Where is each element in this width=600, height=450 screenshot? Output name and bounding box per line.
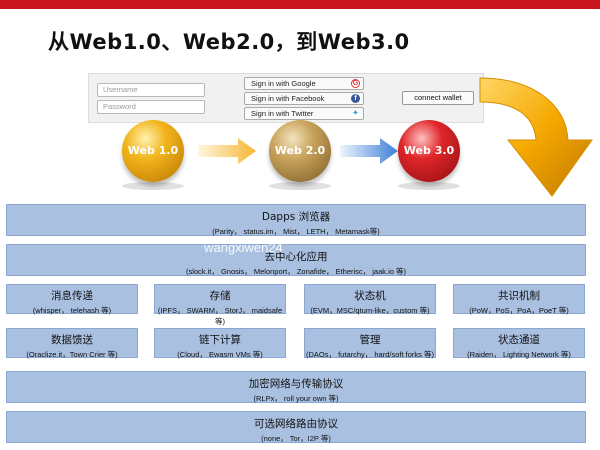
connect-wallet-button: connect wallet bbox=[402, 91, 474, 105]
module-detail: (Cloud， Ewasm VMs 等) bbox=[177, 350, 263, 359]
facebook-icon: f bbox=[351, 94, 360, 103]
module-detail: (PoW，PoS，PoA，PoeT 等) bbox=[469, 306, 569, 315]
login-panel: Username Password Sign in with Google G … bbox=[88, 73, 484, 123]
module-heading: 管理 bbox=[359, 334, 381, 346]
module-heading: 共识机制 bbox=[498, 290, 540, 302]
module-state-channels: 状态通道 (Raiden， Lighting Network 等) bbox=[453, 328, 585, 359]
layer-heading: 加密网络与传输协议 bbox=[248, 378, 344, 390]
google-icon: G bbox=[351, 79, 360, 88]
web2-sphere: Web 2.0 bbox=[269, 120, 331, 182]
blue-flow-arrow-icon bbox=[340, 138, 398, 164]
layer-heading: 去中心化应用 bbox=[264, 251, 328, 263]
module-detail: (Raiden， Lighting Network 等) bbox=[467, 350, 571, 359]
layer-detail: (slock.it， Gnosis， Melonport， Zonafide， … bbox=[185, 267, 407, 276]
header-accent-bar bbox=[0, 0, 600, 9]
module-data-feed: 数据馈送 (Oraclize.it，Town Crier 等) bbox=[6, 328, 138, 359]
layer-heading: Dapps 浏览器 bbox=[261, 211, 331, 223]
module-offchain-compute: 链下计算 (Cloud， Ewasm VMs 等) bbox=[154, 328, 286, 359]
layer-detail: (RLPx， roll your own 等) bbox=[253, 394, 339, 403]
module-detail: (DAOs， futarchy， hard/soft forks 等) bbox=[306, 350, 434, 359]
module-heading: 存储 bbox=[209, 290, 231, 302]
module-detail: (EVM，MSC/qtum-like，custom 等) bbox=[310, 306, 430, 315]
layer-decentralized-apps: 去中心化应用 (slock.it， Gnosis， Melonport， Zon… bbox=[6, 244, 586, 276]
web1-sphere: Web 1.0 bbox=[122, 120, 184, 182]
module-heading: 数据馈送 bbox=[51, 334, 93, 346]
twitter-icon: ✦ bbox=[351, 109, 360, 118]
slide-title: 从Web1.0、Web2.0，到Web3.0 bbox=[48, 30, 410, 54]
module-state-machine: 状态机 (EVM，MSC/qtum-like，custom 等) bbox=[304, 284, 436, 315]
sphere-shadow bbox=[269, 182, 331, 190]
layer-detail: (Parity， status.im， Mist， LETH， Metamask… bbox=[212, 227, 380, 236]
facebook-signin-button: Sign in with Facebook f bbox=[244, 92, 364, 105]
twitter-signin-button: Sign in with Twitter ✦ bbox=[244, 107, 364, 120]
module-detail: (whisper， telehash 等) bbox=[32, 306, 112, 315]
username-field: Username bbox=[97, 83, 205, 97]
layer-network-routing: 可选网络路由协议 (none， Tor，I2P 等) bbox=[6, 411, 586, 443]
big-curved-arrow-icon bbox=[479, 77, 593, 197]
module-heading: 消息传递 bbox=[51, 290, 93, 302]
module-heading: 状态通道 bbox=[498, 334, 540, 346]
layer-crypto-transport: 加密网络与传输协议 (RLPx， roll your own 等) bbox=[6, 371, 586, 403]
layer-detail: (none， Tor，I2P 等) bbox=[261, 434, 331, 443]
layer-dapps-browser: Dapps 浏览器 (Parity， status.im， Mist， LETH… bbox=[6, 204, 586, 236]
watermark: wangxiwen24 bbox=[204, 240, 283, 255]
module-governance: 管理 (DAOs， futarchy， hard/soft forks 等) bbox=[304, 328, 436, 359]
google-signin-label: Sign in with Google bbox=[251, 79, 316, 88]
module-heading: 链下计算 bbox=[199, 334, 241, 346]
web3-sphere: Web 3.0 bbox=[398, 120, 460, 182]
module-detail: (IPFS， SWARM， StorJ， maidsafe 等) bbox=[157, 306, 283, 326]
password-field: Password bbox=[97, 100, 205, 114]
layer-heading: 可选网络路由协议 bbox=[254, 418, 338, 430]
module-consensus: 共识机制 (PoW，PoS，PoA，PoeT 等) bbox=[453, 284, 585, 315]
twitter-signin-label: Sign in with Twitter bbox=[251, 109, 314, 118]
module-storage: 存储 (IPFS， SWARM， StorJ， maidsafe 等) bbox=[154, 284, 286, 326]
sphere-shadow bbox=[398, 182, 460, 190]
module-detail: (Oraclize.it，Town Crier 等) bbox=[26, 350, 118, 359]
module-heading: 状态机 bbox=[354, 290, 386, 302]
orange-flow-arrow-icon bbox=[198, 138, 256, 164]
module-messaging: 消息传递 (whisper， telehash 等) bbox=[6, 284, 138, 315]
google-signin-button: Sign in with Google G bbox=[244, 77, 364, 90]
sphere-shadow bbox=[122, 182, 184, 190]
facebook-signin-label: Sign in with Facebook bbox=[251, 94, 325, 103]
